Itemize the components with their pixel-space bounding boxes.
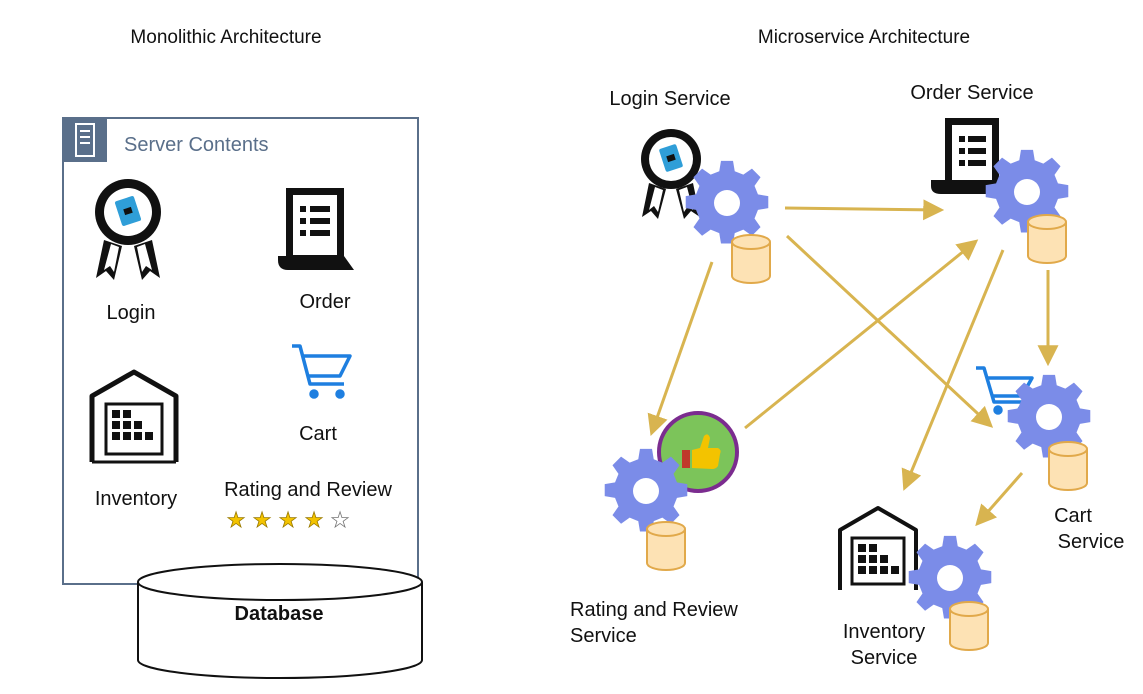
order-label: Order — [299, 291, 350, 313]
inventory-service-label-line1: Inventory — [843, 621, 925, 643]
order-service-label: Order Service — [910, 82, 1033, 104]
rating-stars: ★ ★ ★ ★ ★ — [226, 508, 350, 533]
warehouse-icon — [89, 369, 179, 464]
shopping-cart-icon — [292, 344, 352, 399]
database-cylinder-icon — [646, 521, 686, 571]
service-arrows — [647, 199, 1059, 527]
database-cylinder-icon — [1027, 214, 1067, 264]
document-list-icon — [278, 188, 354, 270]
cart-label: Cart — [299, 423, 337, 445]
arrow-login-to-rating — [647, 261, 714, 436]
database-cylinder-icon — [949, 601, 989, 651]
arrow-rating-to-order — [744, 239, 979, 430]
server-panel: Server Contents Login Order — [62, 117, 419, 585]
arrow-cart-to-inventory — [975, 472, 1024, 527]
arrow-order-to-inventory — [901, 249, 1005, 491]
monolithic-title: Monolithic Architecture — [130, 27, 321, 48]
login-label: Login — [107, 302, 156, 324]
rating-label: Rating and Review — [224, 479, 392, 501]
server-contents-title: Server Contents — [124, 134, 269, 156]
star-icon: ★ — [227, 508, 246, 532]
rating-service-label-line1: Rating and Review — [570, 599, 738, 621]
inventory-service-label-line2: Service — [851, 647, 918, 669]
database-label: Database — [235, 603, 324, 625]
award-lock-icon — [95, 179, 161, 280]
star-icon: ★ — [331, 508, 350, 532]
warehouse-icon — [838, 506, 918, 590]
inventory-label: Inventory — [95, 488, 177, 510]
login-service-label: Login Service — [609, 88, 730, 110]
star-icon: ★ — [305, 508, 324, 532]
cart-service-label-line2: Service — [1058, 531, 1125, 553]
star-icon: ★ — [279, 508, 298, 532]
document-list-icon — [931, 118, 1005, 194]
database-cylinder-icon — [1048, 441, 1088, 491]
microservice-title: Microservice Architecture — [758, 27, 970, 48]
arrow-login-to-order — [784, 199, 945, 221]
rating-service-label-line2: Service — [570, 625, 637, 647]
gear-icon — [604, 448, 688, 532]
cart-service-label-line1: Cart — [1054, 505, 1092, 527]
thumbs-up-icon — [657, 411, 739, 493]
arrow-login-to-cart — [785, 234, 994, 428]
server-icon — [63, 118, 107, 162]
database-cylinder-icon — [137, 563, 423, 679]
star-icon: ★ — [253, 508, 272, 532]
gear-icon — [685, 160, 769, 244]
database-cylinder-icon — [731, 234, 771, 284]
